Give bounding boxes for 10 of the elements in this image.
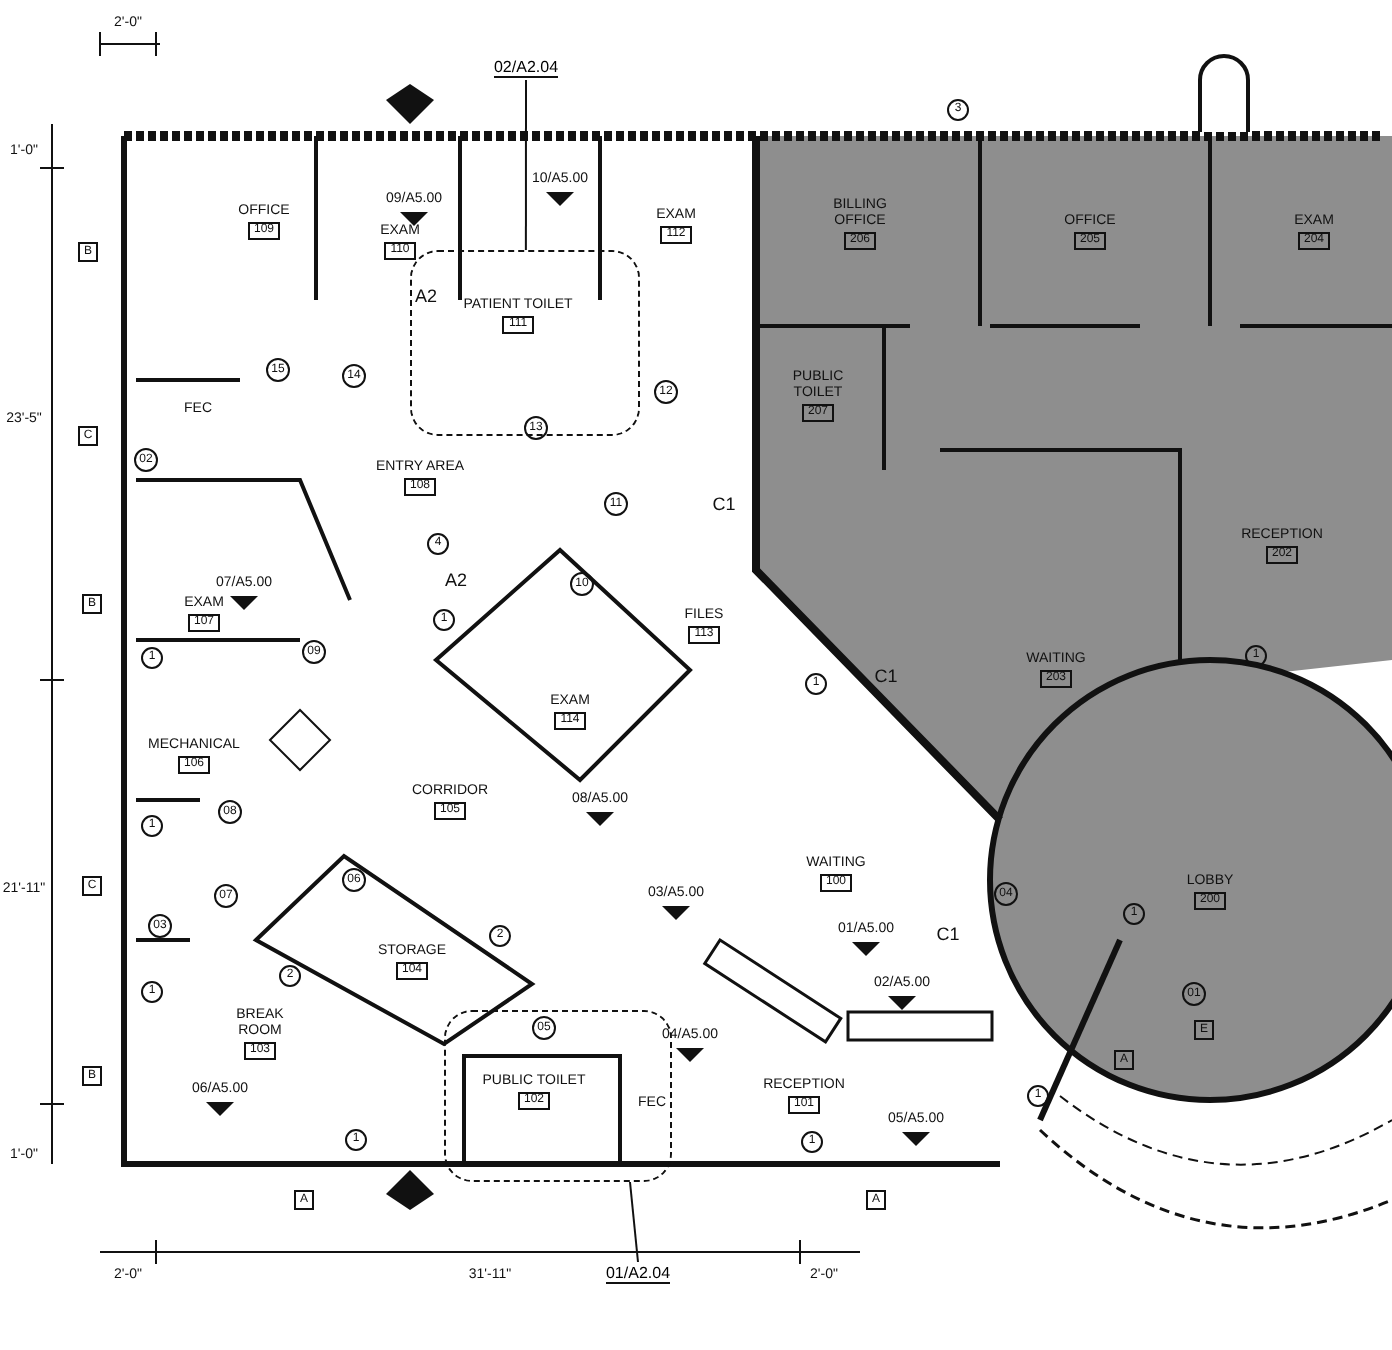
section-mark: C1 — [712, 494, 736, 514]
enlarged-plan-boundary — [410, 250, 640, 436]
detail-reference: 02/A2.04 — [493, 58, 559, 78]
leader-line — [629, 1181, 639, 1263]
section-mark: A2 — [445, 570, 467, 590]
detail-reference: 01/A2.04 — [605, 1264, 671, 1284]
section-mark: C1 — [874, 666, 898, 686]
section-mark: A2 — [415, 286, 437, 306]
leader-line — [524, 79, 527, 251]
section-mark: C1 — [936, 924, 960, 944]
